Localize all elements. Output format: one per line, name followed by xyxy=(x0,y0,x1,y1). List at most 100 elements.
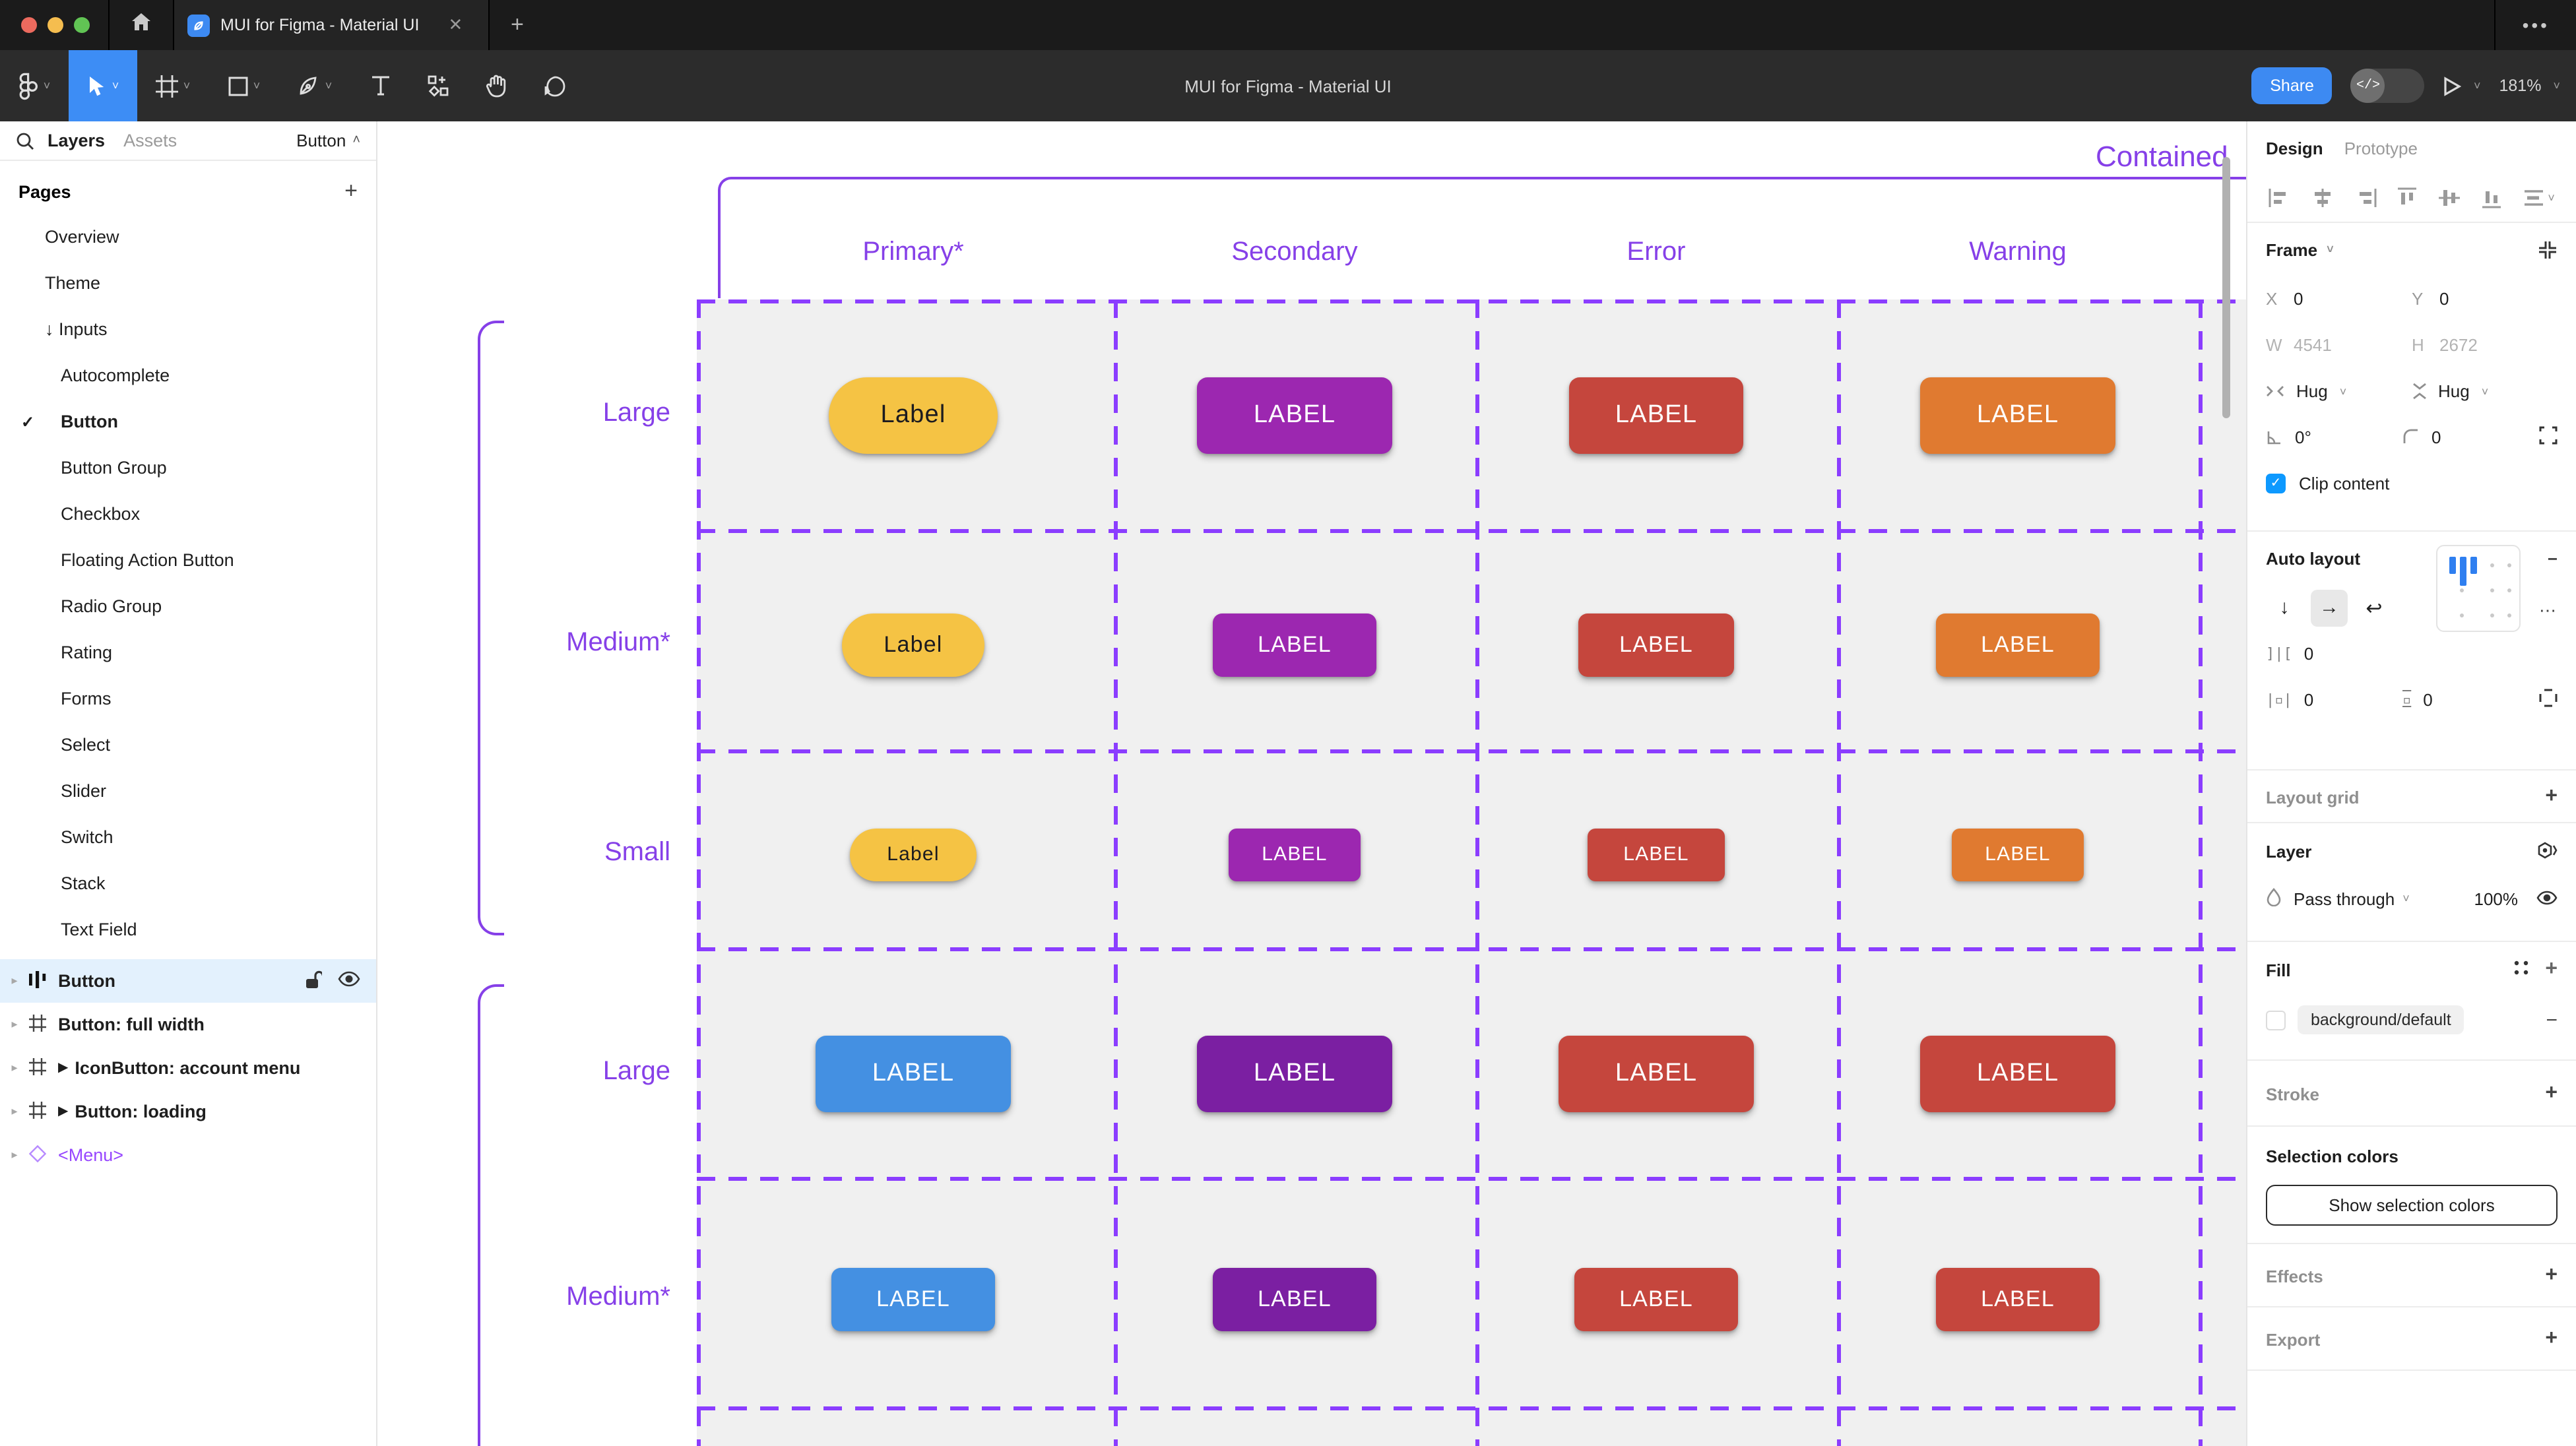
move-tool-button-selected[interactable]: ˅ xyxy=(69,50,137,121)
page-item-switch[interactable]: Switch xyxy=(0,814,376,860)
canvas-button-medium-warning[interactable]: LABEL xyxy=(1936,1267,2100,1331)
canvas-button-large-error[interactable]: LABEL xyxy=(1559,1035,1754,1112)
canvas-button-small-secondary[interactable]: LABEL xyxy=(1229,828,1361,881)
page-item-text-field[interactable]: Text Field xyxy=(0,906,376,953)
auto-layout-horizontal-button-selected[interactable]: → xyxy=(2311,589,2348,626)
page-item-overview[interactable]: Overview xyxy=(0,214,376,260)
auto-layout-vertical-button[interactable]: ↓ xyxy=(2279,596,2290,619)
canvas-button-large-primary[interactable]: LABEL xyxy=(816,1035,1011,1112)
canvas-button-large-primary[interactable]: Label xyxy=(829,377,998,453)
auto-layout-wrap-button[interactable]: ↩ xyxy=(2366,597,2383,619)
page-item-button-group[interactable]: Button Group xyxy=(0,445,376,491)
alignment-widget[interactable] xyxy=(2436,545,2521,632)
search-icon[interactable] xyxy=(16,131,34,150)
hand-tool-button[interactable] xyxy=(467,50,525,121)
present-button[interactable]: ˅ xyxy=(2443,76,2481,96)
page-item-slider[interactable]: Slider xyxy=(0,768,376,814)
canvas-button-large-warning[interactable]: LABEL xyxy=(1920,377,2115,453)
align-h-center-icon[interactable] xyxy=(2312,189,2333,207)
chevron-right-icon[interactable]: ▸ xyxy=(11,1017,18,1030)
canvas-button-medium-warning[interactable]: LABEL xyxy=(1936,613,2100,676)
page-item-rating[interactable]: Rating xyxy=(0,629,376,676)
remove-auto-layout-button[interactable]: − xyxy=(2547,548,2558,568)
add-effect-button[interactable]: + xyxy=(2545,1264,2558,1286)
align-left-icon[interactable] xyxy=(2269,189,2290,207)
canvas-button-medium-primary[interactable]: Label xyxy=(842,613,984,676)
canvas-vertical-scrollbar[interactable] xyxy=(2222,157,2230,418)
tab-design[interactable]: Design xyxy=(2266,139,2323,158)
page-item-select[interactable]: Select xyxy=(0,722,376,768)
page-item-floating-action-button[interactable]: Floating Action Button xyxy=(0,537,376,583)
file-tab[interactable]: MUI for Figma - Material UI ✕ xyxy=(173,0,490,50)
fill-style-name[interactable]: background/default xyxy=(2298,1005,2464,1034)
layer-item-iconbutton-account-menu[interactable]: ▸▶IconButton: account menu xyxy=(0,1046,376,1090)
chevron-right-icon[interactable]: ▸ xyxy=(11,1104,18,1117)
vertical-padding-field[interactable]: ▫0 xyxy=(2402,690,2433,710)
blend-mode-icon[interactable] xyxy=(2536,841,2558,861)
collapse-frame-icon[interactable] xyxy=(2538,239,2558,259)
close-window-button[interactable] xyxy=(21,17,37,33)
add-layout-grid-button[interactable]: + xyxy=(2545,785,2558,807)
page-selector[interactable]: Button ˄ xyxy=(296,131,360,150)
fill-color-swatch[interactable] xyxy=(2266,1010,2286,1030)
page-item-stack[interactable]: Stack xyxy=(0,860,376,906)
home-tab[interactable] xyxy=(108,0,173,50)
distribute-menu-icon[interactable]: ˅ xyxy=(2524,190,2555,206)
gap-field[interactable]: ]|[0 xyxy=(2266,644,2314,664)
canvas-button-medium-error[interactable]: LABEL xyxy=(1578,613,1734,676)
align-bottom-icon[interactable] xyxy=(2482,187,2501,208)
layer-opacity-value[interactable]: 100% xyxy=(2474,889,2519,908)
show-selection-colors-button[interactable]: Show selection colors xyxy=(2266,1185,2558,1226)
layer-item-button[interactable]: ▸Button xyxy=(0,959,376,1003)
independent-padding-icon[interactable] xyxy=(2539,689,2558,711)
pen-tool-button[interactable]: ˅ xyxy=(280,50,351,121)
unlock-icon[interactable] xyxy=(304,969,324,993)
comment-tool-button[interactable] xyxy=(525,50,583,121)
add-page-button[interactable]: + xyxy=(344,178,358,203)
frame-section-title[interactable]: Frame xyxy=(2266,239,2318,259)
canvas-button-small-error[interactable]: LABEL xyxy=(1588,828,1725,881)
independent-corners-icon[interactable] xyxy=(2539,426,2558,449)
zoom-level-dropdown[interactable]: 181% ˅ xyxy=(2499,77,2561,95)
clip-content-checkbox[interactable]: ✓ xyxy=(2266,474,2286,493)
vertical-resizing-dropdown[interactable]: Hug˅ xyxy=(2412,381,2558,401)
chevron-right-icon[interactable]: ▸ xyxy=(11,1061,18,1074)
canvas-button-medium-primary[interactable]: LABEL xyxy=(831,1267,995,1331)
layer-item-button-loading[interactable]: ▸▶Button: loading xyxy=(0,1090,376,1133)
auto-layout-more-options[interactable]: ⋯ xyxy=(2539,600,2558,620)
close-tab-icon[interactable]: ✕ xyxy=(448,15,463,34)
add-fill-button[interactable]: + xyxy=(2545,958,2558,980)
new-tab-button[interactable]: + xyxy=(490,0,545,50)
canvas-button-large-secondary[interactable]: LABEL xyxy=(1197,1035,1392,1112)
more-options-button[interactable]: ••• xyxy=(2494,0,2576,50)
align-v-center-icon[interactable] xyxy=(2439,187,2461,208)
chevron-right-icon[interactable]: ▸ xyxy=(11,974,18,987)
align-top-icon[interactable] xyxy=(2398,187,2417,208)
shape-tool-button[interactable]: ˅ xyxy=(209,50,280,121)
share-button[interactable]: Share xyxy=(2251,67,2333,104)
canvas-button-large-error[interactable]: LABEL xyxy=(1569,377,1743,453)
rotation-field[interactable]: 0° xyxy=(2266,427,2402,447)
canvas-button-large-warning[interactable]: LABEL xyxy=(1920,1035,2115,1112)
visible-eye-icon[interactable] xyxy=(338,971,360,991)
page-item-radio-group[interactable]: Radio Group xyxy=(0,583,376,629)
blend-mode-dropdown[interactable]: Pass through xyxy=(2294,889,2395,908)
canvas-button-medium-secondary[interactable]: LABEL xyxy=(1213,1267,1376,1331)
canvas-button-medium-secondary[interactable]: LABEL xyxy=(1213,613,1376,676)
canvas-button-small-warning[interactable]: LABEL xyxy=(1952,828,2084,881)
page-item-autocomplete[interactable]: Autocomplete xyxy=(0,352,376,398)
corner-radius-field[interactable]: 0 xyxy=(2402,427,2539,447)
layer-item-button-full-width[interactable]: ▸Button: full width xyxy=(0,1003,376,1046)
add-stroke-button[interactable]: + xyxy=(2545,1082,2558,1104)
canvas-button-large-secondary[interactable]: LABEL xyxy=(1197,377,1392,453)
canvas-button-small-primary[interactable]: Label xyxy=(850,828,977,881)
canvas-button-medium-error[interactable]: LABEL xyxy=(1574,1267,1738,1331)
tab-layers[interactable]: Layers xyxy=(48,131,106,150)
resources-tool-button[interactable] xyxy=(409,50,467,121)
horizontal-resizing-dropdown[interactable]: Hug˅ xyxy=(2266,381,2412,401)
minimize-window-button[interactable] xyxy=(48,17,63,33)
